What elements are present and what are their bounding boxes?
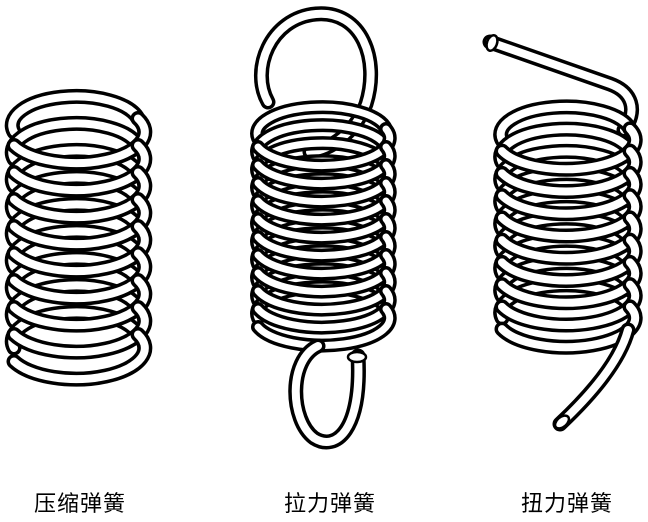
torsion-lower-end [553, 414, 571, 430]
compression-coil-front-8 [6, 300, 153, 360]
torsion-coil-front-1 [494, 121, 643, 177]
torsion-coil-front-2 [494, 143, 643, 199]
torsion-coil-front-3 [494, 165, 643, 222]
compression-coil-front-6 [6, 246, 153, 306]
extension-coil-front-11 [251, 302, 397, 353]
compression-coil-back-1 [4, 88, 146, 140]
compression-spring [4, 88, 153, 387]
torsion-coil-front-6 [494, 232, 643, 288]
extension-spring-label: 拉力弹簧 [283, 492, 376, 517]
torsion-lower-leg [552, 322, 636, 432]
compression-spring-label: 压缩弹簧 [33, 492, 126, 517]
torsion-coil-front-4 [494, 188, 643, 244]
torsion-coil-front-7 [494, 254, 643, 311]
torsion-upper-end [485, 34, 499, 52]
compression-coil-front-5 [6, 219, 153, 279]
compression-coil-front-7 [6, 273, 153, 333]
compression-coil-front-4 [6, 192, 153, 252]
compression-coil-front-2 [6, 138, 153, 198]
extension-coil-back-1 [250, 100, 393, 145]
compression-coil-front-1 [6, 111, 153, 171]
torsion-coil-front-5 [494, 210, 643, 266]
torsion-coil-front-9 [494, 299, 643, 355]
extension-bottom-hook [288, 338, 366, 450]
torsion-spring [482, 34, 643, 432]
torsion-spring-label: 扭力弹簧 [520, 492, 613, 517]
compression-coil-front-9 [6, 327, 153, 387]
extension-spring [250, 6, 397, 450]
torsion-coil-back-1 [493, 99, 638, 148]
compression-coil-front-3 [6, 165, 153, 225]
torsion-coil-front-8 [494, 277, 643, 333]
extension-hook-end [346, 350, 368, 364]
